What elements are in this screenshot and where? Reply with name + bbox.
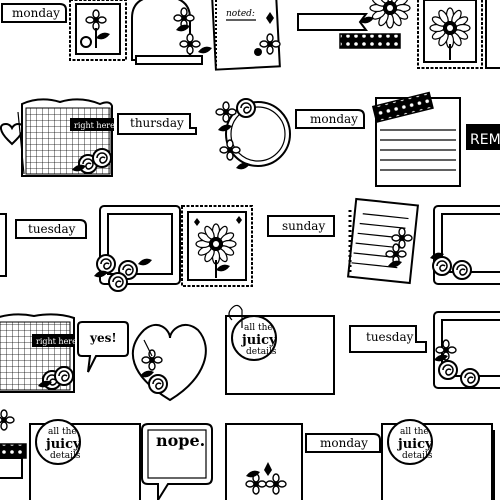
ribbon-banner-top <box>297 13 368 31</box>
sunflower-stamp-top <box>417 0 483 69</box>
juicy-details-2: details <box>50 451 81 461</box>
tab-monday-middle-label: monday <box>310 112 358 126</box>
tab-monday-bottom-label: monday <box>320 436 368 450</box>
square-photo-frame-row4 <box>433 311 500 389</box>
right-here-label-2: right here <box>36 337 77 346</box>
yes-label: yes! <box>89 331 117 345</box>
rem-banner: REM <box>466 124 500 150</box>
juicy-details-card-3: all the juicy details <box>381 419 493 500</box>
tab-monday-top-label: monday <box>12 6 60 20</box>
tab-tuesday-left: tuesday <box>15 219 87 239</box>
tab-tuesday-left-label: tuesday <box>28 222 76 236</box>
partial-frame-top-right <box>485 0 500 69</box>
partial-frame-left-row3 <box>0 213 7 277</box>
noted-label: noted: <box>226 9 255 19</box>
circle-flower-frame <box>215 98 291 170</box>
juicy-details-3: details <box>402 451 433 461</box>
grid-paper-right-here: right here <box>17 98 115 177</box>
juicy-all-the-3: all the <box>400 427 429 437</box>
lined-note-card <box>371 91 461 187</box>
juicy-word-1: juicy <box>241 333 277 348</box>
tab-monday-top: monday <box>1 3 67 23</box>
sunflower-cluster-top <box>339 0 411 49</box>
heart-flower-frame <box>131 324 207 402</box>
tab-tuesday-right: tuesday <box>349 325 427 353</box>
juicy-all-the-1: all the <box>244 323 273 333</box>
tab-tuesday-right-label: tuesday <box>366 330 414 344</box>
juicy-word-2: juicy <box>45 437 81 452</box>
tab-thursday-label: thursday <box>130 116 184 130</box>
speech-bubble-nope: nope. <box>141 423 213 500</box>
right-here-label-1: right here <box>74 121 115 130</box>
tab-sunday: sunday <box>267 215 335 237</box>
square-photo-frame-roses <box>94 205 181 292</box>
lined-list-note-tilted <box>346 197 420 285</box>
juicy-details-1: details <box>246 347 277 357</box>
rem-label: REM <box>470 132 500 148</box>
tab-monday-bottom: monday <box>305 433 381 453</box>
speech-bubble-yes: yes! <box>77 321 129 373</box>
flower-pot-bottom-left <box>0 409 27 479</box>
juicy-details-card-2: all the juicy details <box>29 419 141 500</box>
juicy-details-card: all the juicy details <box>225 304 335 395</box>
sunflower-stamp-middle <box>181 205 253 287</box>
floral-frame-bottom <box>225 423 303 500</box>
grid-paper-right-here-2: right here <box>0 313 77 393</box>
tab-sunday-label: sunday <box>282 219 325 233</box>
arched-flower-frame <box>131 0 212 65</box>
tab-thursday: thursday <box>117 113 197 135</box>
noted-note-card: noted: <box>211 0 281 71</box>
tab-monday-middle: monday <box>295 109 365 129</box>
flower-stamp-frame <box>69 0 127 61</box>
nope-label: nope. <box>156 431 205 450</box>
square-photo-frame-right <box>430 205 500 285</box>
juicy-word-3: juicy <box>397 437 433 452</box>
juicy-all-the-2: all the <box>48 427 77 437</box>
